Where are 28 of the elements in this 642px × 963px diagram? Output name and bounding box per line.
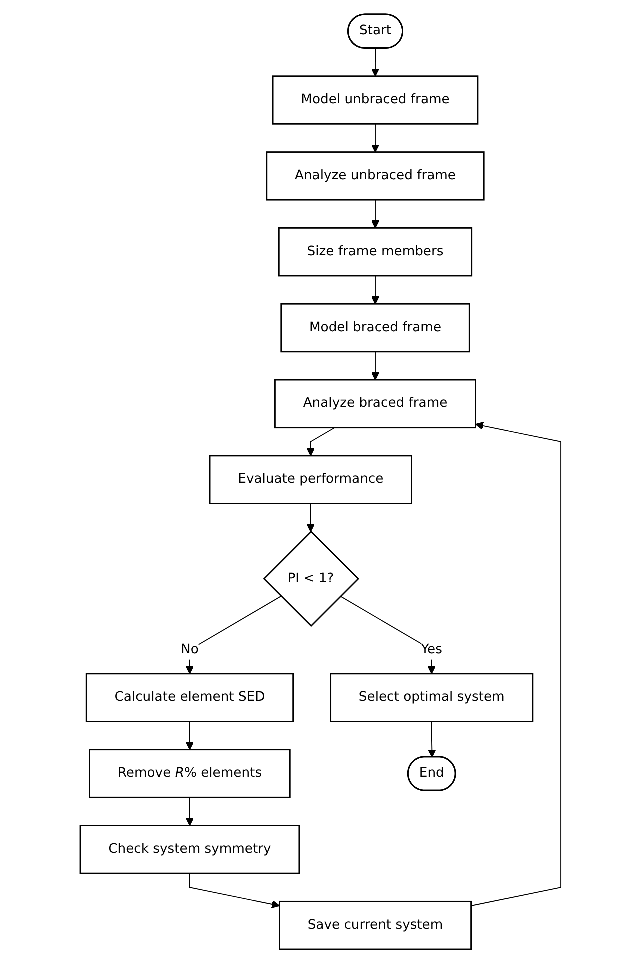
arrow bbox=[372, 350, 380, 380]
arrow bbox=[307, 502, 316, 532]
arrow bbox=[372, 123, 380, 152]
node-box: Evaluate performance bbox=[210, 454, 413, 504]
node-box: Remove R% elements bbox=[89, 748, 292, 798]
arrow bbox=[186, 720, 194, 750]
node-box: Model braced frame bbox=[280, 302, 471, 352]
arrow bbox=[372, 199, 380, 228]
arrow bbox=[372, 48, 380, 76]
edge-label: No bbox=[181, 642, 200, 657]
arrow bbox=[190, 872, 280, 908]
node-box: Size frame members bbox=[278, 227, 473, 276]
node-box: Analyze braced frame bbox=[274, 378, 477, 428]
node-box: Calculate element SED bbox=[86, 672, 294, 722]
arrow bbox=[471, 421, 562, 906]
arrow bbox=[340, 595, 436, 674]
node-box: Analyze unbraced frame bbox=[266, 151, 486, 200]
node-box: Select optimal system bbox=[330, 672, 534, 722]
arrow bbox=[428, 720, 437, 758]
node-diamond: PI < 1? bbox=[264, 530, 360, 627]
arrow bbox=[186, 595, 282, 674]
arrow bbox=[186, 796, 194, 826]
arrow bbox=[307, 426, 336, 456]
node-box: Check system symmetry bbox=[80, 824, 300, 874]
arrow bbox=[372, 275, 380, 304]
node-box: Save current system bbox=[279, 900, 472, 950]
node-box: Model unbraced frame bbox=[272, 75, 479, 124]
edge-label: Yes bbox=[421, 642, 443, 657]
